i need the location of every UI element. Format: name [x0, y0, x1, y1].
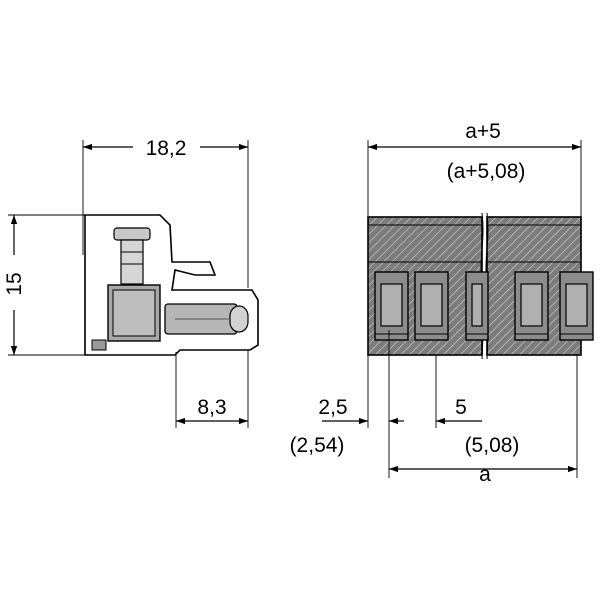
side-height-label: 15 [3, 272, 26, 295]
side-width-label: 18,2 [146, 137, 187, 160]
front-length-label: a+5 [465, 120, 501, 143]
front-edge-label: 2,5 [318, 396, 347, 419]
side-pin-label: 8,3 [197, 396, 226, 419]
front-slot [414, 271, 449, 341]
front-length-alt-label: (a+5,08) [447, 160, 526, 183]
front-slot [514, 271, 549, 341]
side-view: 18,2 15 8,3 [3, 137, 259, 428]
front-slot [559, 271, 594, 341]
front-edge-alt-label: (2,54) [290, 434, 345, 457]
front-pitch-alt-label: (5,08) [465, 434, 520, 457]
front-pitch-label: 5 [455, 396, 467, 419]
front-span-label: a [479, 463, 491, 486]
front-view-slots [374, 271, 594, 341]
front-slot [465, 271, 489, 341]
front-slot [374, 271, 409, 341]
side-view-body [84, 214, 259, 356]
front-view: a+5 (a+5,08) 2,5 (2,54) 5 (5,08) a [290, 120, 594, 486]
